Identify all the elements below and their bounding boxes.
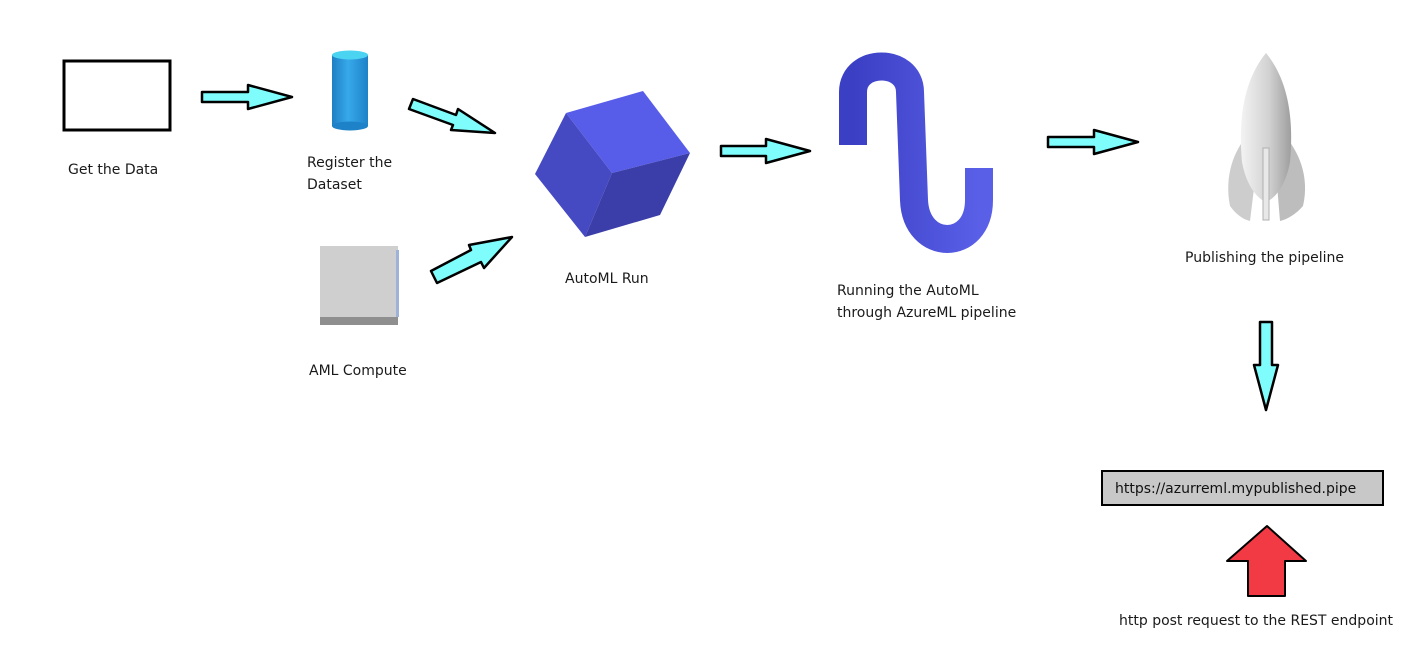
automl-pipeline-label-line2: through AzureML pipeline — [837, 305, 1017, 321]
automl-cube-icon — [535, 91, 690, 237]
rest-endpoint-url[interactable]: https://azurreml.mypublished.pipe — [1101, 470, 1384, 506]
automl-run-label: AutoML Run — [565, 271, 649, 287]
request-arrow — [1226, 525, 1307, 597]
register-dataset-label-line1: Register the — [307, 155, 393, 171]
data-source-box — [62, 59, 172, 132]
arrow-publish-to-endpoint — [1252, 320, 1280, 412]
register-dataset-label-line2: Dataset — [307, 177, 362, 193]
pipeline-tube-icon — [839, 52, 993, 253]
get-data-label: Get the Data — [68, 162, 159, 178]
aml-compute-label: AML Compute — [309, 363, 407, 379]
automl-pipeline-label-line1: Running the AutoML — [837, 283, 979, 299]
arrow-dataset-to-automl — [407, 97, 497, 135]
publish-pipeline-label: Publishing the pipeline — [1185, 250, 1344, 266]
arrow-automl-to-pipeline — [719, 137, 812, 165]
arrow-data-to-dataset — [200, 83, 294, 111]
arrow-pipeline-to-publish — [1046, 128, 1140, 156]
dataset-cylinder-icon — [332, 50, 368, 131]
arrow-compute-to-automl — [429, 235, 514, 285]
rocket-icon — [1228, 53, 1306, 221]
compute-box-icon — [320, 246, 399, 325]
post-request-label: http post request to the REST endpoint — [1119, 613, 1394, 629]
